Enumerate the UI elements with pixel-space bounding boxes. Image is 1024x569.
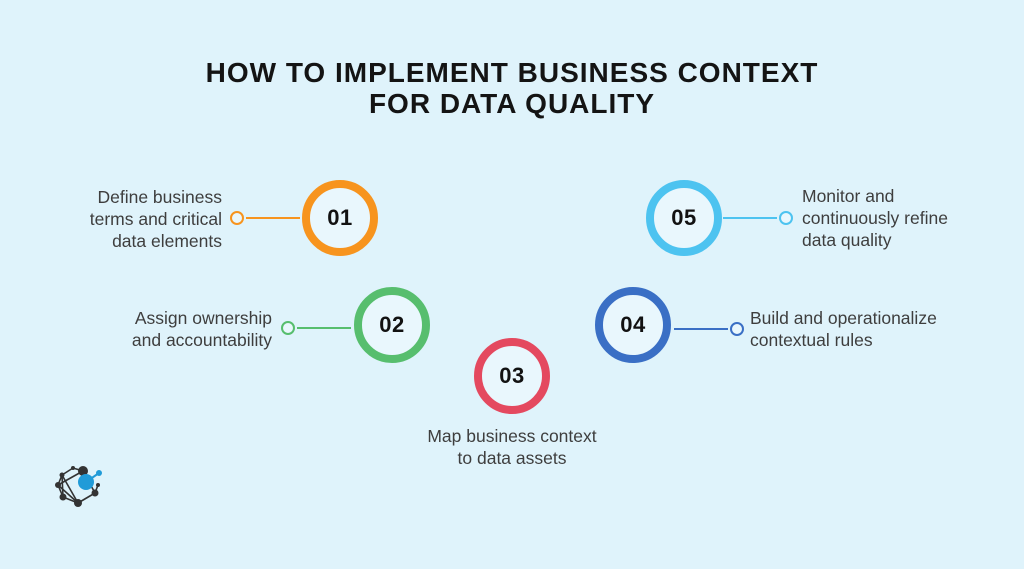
step-02-label-line-1: Assign ownership xyxy=(134,308,272,328)
step-05-label-line-2: continuously refine xyxy=(802,208,948,228)
step-05-label-line-3: data quality xyxy=(802,230,892,250)
step-05-connector-line xyxy=(723,217,777,219)
step-05-label-line-1: Monitor and xyxy=(802,186,895,206)
step-04-label: Build and operationalize contextual rule… xyxy=(750,307,980,351)
page-title: HOW TO IMPLEMENT BUSINESS CONTEXT FOR DA… xyxy=(0,57,1024,119)
step-04-connector-dot xyxy=(730,322,744,336)
step-03-number: 03 xyxy=(499,363,525,388)
step-01-connector-line xyxy=(246,217,300,219)
step-03-circle: 03 xyxy=(474,338,550,414)
step-01-label: Define business terms and critical data … xyxy=(58,186,222,252)
step-05-connector xyxy=(723,210,793,226)
step-02-connector-line xyxy=(297,327,351,329)
step-05-number: 05 xyxy=(671,205,697,230)
title-line-1: HOW TO IMPLEMENT BUSINESS CONTEXT xyxy=(205,57,819,88)
step-03-label-line-2: to data assets xyxy=(457,448,567,468)
step-03-label-line-1: Map business context xyxy=(427,426,597,446)
step-01-label-line-3: data elements xyxy=(112,231,222,251)
title-line-2: FOR DATA QUALITY xyxy=(368,88,656,119)
step-04-number: 04 xyxy=(620,312,646,337)
step-01-circle: 01 xyxy=(302,180,378,256)
step-02-connector-dot xyxy=(281,321,295,335)
step-02-label: Assign ownership and accountability xyxy=(108,307,272,351)
step-05-connector-dot xyxy=(779,211,793,225)
logo-dark-nodes xyxy=(55,466,100,507)
step-01-connector xyxy=(230,210,300,226)
step-05-circle: 05 xyxy=(646,180,722,256)
step-01-connector-dot xyxy=(230,211,244,225)
step-04-connector-line xyxy=(674,328,728,330)
step-03-label: Map business context to data assets xyxy=(387,425,637,469)
step-02-connector xyxy=(281,320,351,336)
step-02-number: 02 xyxy=(379,312,405,337)
logo-accent-nodes xyxy=(78,470,102,490)
step-02-circle: 02 xyxy=(354,287,430,363)
step-01-label-line-1: Define business xyxy=(97,187,222,207)
step-04-connector xyxy=(674,321,744,337)
step-04-label-line-1: Build and operationalize xyxy=(750,308,937,328)
step-01-label-line-2: terms and critical xyxy=(89,209,222,229)
step-04-circle: 04 xyxy=(595,287,671,363)
step-02-label-line-2: and accountability xyxy=(131,330,272,350)
step-04-label-line-2: contextual rules xyxy=(750,330,873,350)
step-01-number: 01 xyxy=(327,205,353,230)
network-graph-logo-icon xyxy=(55,466,102,507)
step-05-label: Monitor and continuously refine data qua… xyxy=(802,185,992,251)
